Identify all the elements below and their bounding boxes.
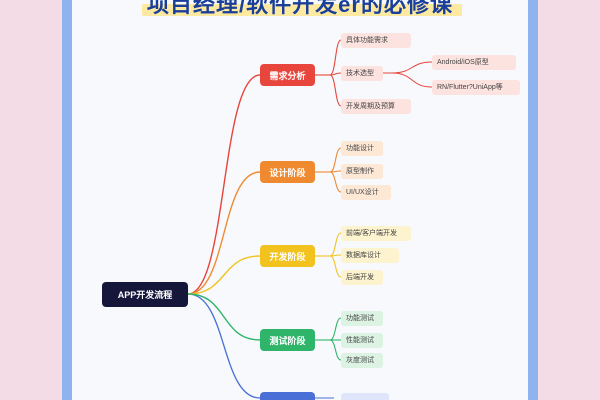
connector-stage-to-leaf-1-1	[329, 39, 342, 76]
leaf-node-3-2-label: 数据库设计	[346, 252, 381, 259]
sub-leaf-node-1: Android/iOS原型	[432, 54, 516, 70]
leaf-node-cut-off	[341, 393, 389, 400]
page-frame: 项目经理/软件开发er的必修课 APP开发流程 需求分析 具体功能需求技术选型 An…	[62, 0, 538, 400]
connector-stage-to-leaf-4-1	[329, 317, 342, 341]
sub-leaf-node-1-label: Android/iOS原型	[437, 59, 489, 66]
leaf-node-3-2: 数据库设计	[341, 247, 399, 263]
leaf-node-1-1: 具体功能需求	[341, 32, 411, 48]
connector-branch-extra	[187, 293, 261, 399]
connector-stage-to-leaf-2-1	[329, 147, 342, 173]
leaf-node-1-3-label: 开发周期及预算	[346, 103, 395, 110]
page-title: 项目经理/软件开发er的必修课	[72, 0, 528, 19]
stage-node-2: 设计阶段	[260, 161, 315, 183]
leaf-node-2-2-label: 原型制作	[346, 168, 374, 175]
leaf-node-4-2-label: 性能测试	[346, 337, 374, 344]
connector-root-to-stage-2	[187, 171, 261, 295]
root-node: APP开发流程	[102, 282, 188, 307]
connector-stage-to-leaf-2-3	[329, 171, 342, 193]
root-node-label: APP开发流程	[117, 290, 173, 300]
leaf-node-4-2: 性能测试	[341, 332, 383, 348]
leaf-node-3-3-label: 后端开发	[346, 274, 374, 281]
leaf-node-3-1-label: 前端/客户端开发	[346, 230, 397, 237]
connector-lines	[187, 39, 433, 399]
connector-root-to-stage-3	[187, 255, 261, 295]
leaf-node-3-3: 后端开发	[341, 269, 383, 285]
leaf-node-2-1-label: 功能设计	[346, 145, 374, 152]
leaf-node-4-1-label: 功能测试	[346, 315, 374, 322]
leaf-node-4-3: 灰度测试	[341, 352, 383, 368]
stage-node-cut-off	[260, 392, 315, 400]
connector-stage-to-leaf-1-3	[329, 74, 342, 107]
leaf-node-1-1-label: 具体功能需求	[346, 37, 388, 44]
leaf-node-2-1: 功能设计	[341, 140, 383, 156]
stage-node-4: 测试阶段	[260, 329, 315, 351]
stage-node-1-label: 需求分析	[269, 70, 306, 81]
connector-leaf-to-sub-2	[391, 72, 433, 88]
stage-node-1: 需求分析	[260, 64, 315, 86]
sub-leaf-node-2: RN/Flutter?UniApp等	[432, 79, 520, 95]
page-title-text: 项目经理/软件开发er的必修课	[147, 0, 453, 17]
stage-node-3: 开发阶段	[260, 245, 315, 267]
sub-leaf-node-2-label: RN/Flutter?UniApp等	[437, 84, 503, 91]
connector-stage-to-leaf-3-3	[329, 255, 342, 278]
connector-root-to-stage-1	[187, 74, 261, 295]
connector-root-to-stage-4	[187, 293, 261, 341]
leaf-node-1-2: 技术选型	[341, 65, 383, 81]
connector-leaf-to-sub-1	[391, 61, 433, 74]
leaf-node-2-3: UI/UX设计	[341, 184, 391, 200]
stage-node-4-label: 测试阶段	[269, 335, 306, 346]
connector-stage-to-leaf-3-1	[329, 232, 342, 257]
leaf-node-1-2-label: 技术选型	[346, 70, 374, 77]
title-highlight	[142, 4, 462, 16]
leaf-node-4-1: 功能测试	[341, 310, 383, 326]
stage-node-2-label: 设计阶段	[269, 167, 306, 178]
leaf-node-3-1: 前端/客户端开发	[341, 225, 411, 241]
leaf-node-4-3-label: 灰度测试	[346, 357, 374, 364]
leaf-node-2-2: 原型制作	[341, 163, 383, 179]
stage-node-3-label: 开发阶段	[269, 251, 306, 262]
leaf-node-1-3: 开发周期及预算	[341, 98, 411, 114]
mindmap-canvas: 项目经理/软件开发er的必修课 APP开发流程 需求分析 具体功能需求技术选型 An…	[72, 0, 528, 400]
leaf-node-2-3-label: UI/UX设计	[346, 189, 379, 196]
connector-stage-to-leaf-4-3	[329, 339, 342, 361]
